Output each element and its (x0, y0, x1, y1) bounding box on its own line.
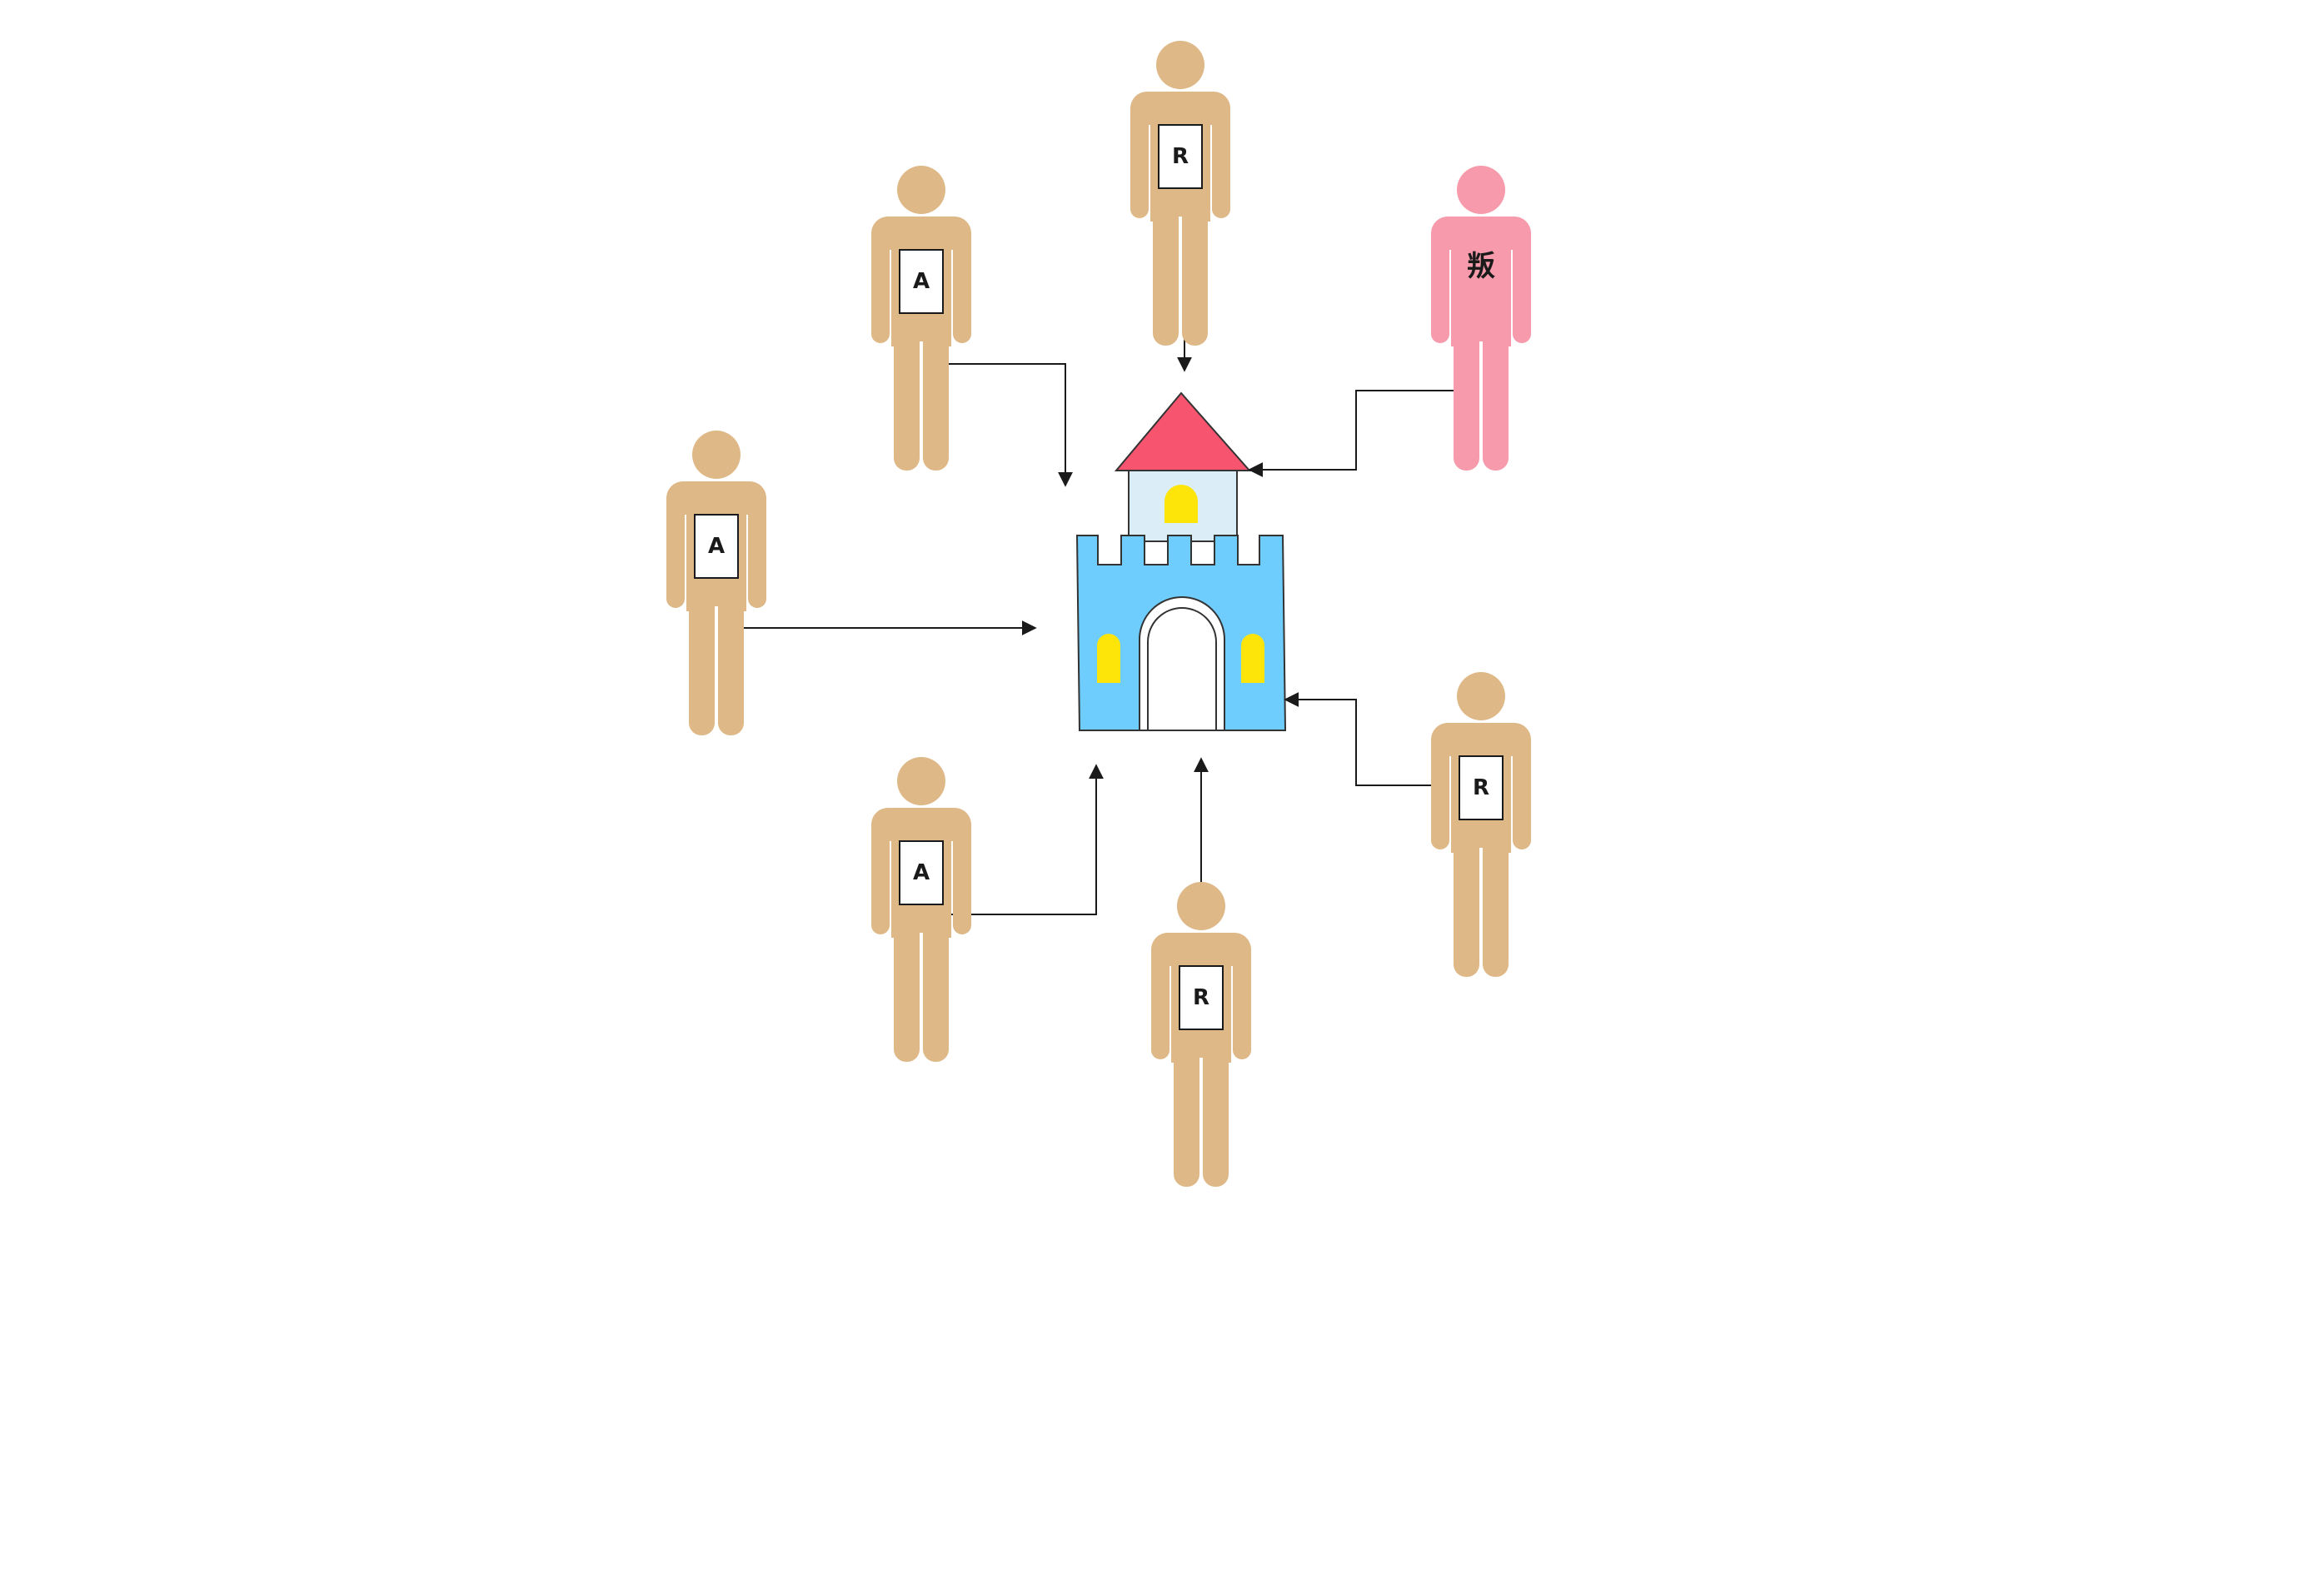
badge-lower-right (1459, 755, 1504, 820)
connector-lower-right-to-castle (1284, 692, 1441, 786)
badge-bottom (1179, 965, 1224, 1030)
tower-window (1164, 485, 1198, 523)
castle-gate (1139, 596, 1225, 731)
castle-window-left (1097, 634, 1120, 683)
person-upper-right: 叛 (1431, 166, 1531, 471)
badge-upper-left (899, 249, 944, 314)
badge-label-left: A (708, 534, 725, 559)
person-lower-right: R (1431, 672, 1531, 977)
person-top: R (1130, 41, 1230, 346)
badge-label-lower-left: A (913, 860, 930, 885)
person-left: A (666, 431, 766, 735)
castle-window-right (1241, 634, 1264, 683)
connector-upper-left-to-castle (946, 363, 1073, 487)
person-lower-left: A (871, 757, 971, 1062)
badge-top (1158, 124, 1203, 189)
badge-lower-left (899, 840, 944, 905)
badge-label-lower-right: R (1473, 775, 1489, 800)
castle-roof (1114, 391, 1252, 471)
badge-left (694, 514, 739, 579)
badge-label-upper-left: A (913, 269, 930, 294)
connections (741, 286, 1458, 915)
badge-label-bottom: R (1193, 985, 1209, 1010)
badge-label-top: R (1172, 144, 1189, 169)
person-bottom: R (1151, 882, 1251, 1187)
castle-gate-inner (1147, 607, 1217, 730)
person-upper-left: A (871, 166, 971, 471)
connector-upper-right-to-castle (1248, 390, 1458, 477)
people: R A A A R R 叛 (666, 41, 1531, 1187)
badge-label-upper-right: 叛 (1467, 250, 1495, 283)
castle-icon (1075, 391, 1287, 731)
connector-lower-left-to-castle (946, 764, 1104, 915)
